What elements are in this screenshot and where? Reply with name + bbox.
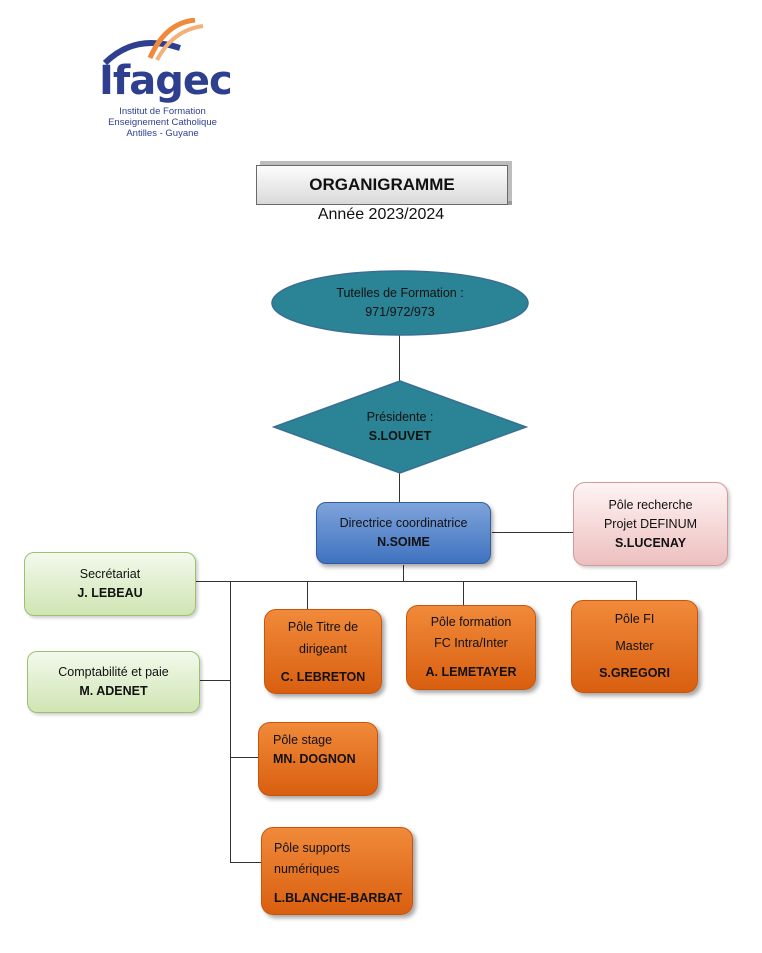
stage-node: Pôle stage MN. DOGNON — [258, 722, 378, 796]
connector-line — [307, 581, 308, 609]
supports-node: Pôle supports numériques L.BLANCHE-BARBA… — [261, 827, 413, 915]
directrice-role: Directrice coordinatrice — [339, 516, 468, 530]
page-title: ORGANIGRAMME — [256, 165, 508, 205]
formation-line1: Pôle formation — [430, 615, 512, 629]
formation-name: A. LEMETAYER — [425, 665, 517, 679]
formation-line2: FC Intra/Inter — [434, 636, 508, 650]
secretariat-node: Secrétariat J. LEBEAU — [24, 552, 196, 616]
recherche-line1: Pôle recherche — [608, 497, 693, 512]
formation-node: Pôle formation FC Intra/Inter A. LEMETAY… — [406, 605, 536, 690]
fi-line2: Master — [615, 639, 654, 653]
connector-line — [200, 680, 230, 681]
presidente-role: Présidente : — [366, 410, 434, 424]
connector-line — [196, 581, 637, 582]
supports-name: L.BLANCHE-BARBAT — [274, 890, 403, 905]
logo-sub-line: Antilles - Guyane — [126, 128, 199, 139]
recherche-name: S.LUCENAY — [614, 535, 687, 550]
recherche-node: Pôle recherche Projet DEFINUM S.LUCENAY — [573, 482, 728, 566]
titre-line2: dirigeant — [299, 641, 347, 656]
fi-node: Pôle FI Master S.GREGORI — [571, 600, 698, 693]
tutelles-line2: 971/972/973 — [365, 305, 435, 319]
logo-wordmark: Ifagec — [99, 58, 233, 104]
connector-line — [463, 581, 464, 605]
connector-line — [399, 473, 400, 503]
connector-line — [230, 581, 231, 863]
comptabilite-role: Comptabilité et paie — [58, 665, 169, 679]
comptabilite-node: Comptabilité et paie M. ADENET — [27, 651, 200, 713]
directrice-node: Directrice coordinatrice N.SOIME — [316, 502, 491, 564]
supports-line1: Pôle supports — [274, 840, 351, 855]
titre-name: C. LEBRETON — [280, 669, 366, 684]
recherche-line2: Projet DEFINUM — [603, 516, 698, 531]
tutelles-ellipse — [271, 270, 529, 336]
logo-sub-line: Enseignement Catholique — [108, 117, 217, 128]
secretariat-name: J. LEBEAU — [77, 586, 143, 600]
fi-name: S.GREGORI — [599, 666, 670, 680]
connector-line — [636, 581, 637, 600]
directrice-name: N.SOIME — [377, 535, 430, 549]
titre-line1: Pôle Titre de — [287, 619, 359, 634]
titre-node: Pôle Titre de dirigeant C. LEBRETON — [264, 609, 382, 694]
connector-line — [230, 862, 261, 863]
ifagec-logo: Ifagec Institut de Formation Enseignemen… — [95, 18, 235, 139]
presidente-node: Présidente : S.LOUVET — [272, 381, 528, 473]
presidente-name: S.LOUVET — [368, 429, 432, 443]
connector-line — [403, 565, 404, 581]
tutelles-line1: Tutelles de Formation : — [336, 286, 464, 300]
presidente-diamond — [272, 380, 528, 474]
year-label: Année 2023/2024 — [317, 206, 445, 223]
connector-line — [492, 532, 574, 533]
stage-name: MN. DOGNON — [273, 752, 356, 766]
comptabilite-name: M. ADENET — [79, 684, 148, 698]
secretariat-role: Secrétariat — [79, 567, 141, 581]
connector-line — [230, 757, 258, 758]
fi-line1: Pôle FI — [614, 612, 655, 626]
logo-swoosh-icon — [102, 18, 204, 66]
tutelles-node: Tutelles de Formation : 971/972/973 — [270, 269, 530, 337]
stage-role: Pôle stage — [273, 733, 333, 747]
logo-subtitle: Institut de Formation Enseignement Catho… — [95, 106, 230, 139]
connector-line — [399, 335, 400, 381]
supports-line2: numériques — [274, 861, 340, 876]
logo-sub-line: Institut de Formation — [119, 106, 206, 117]
